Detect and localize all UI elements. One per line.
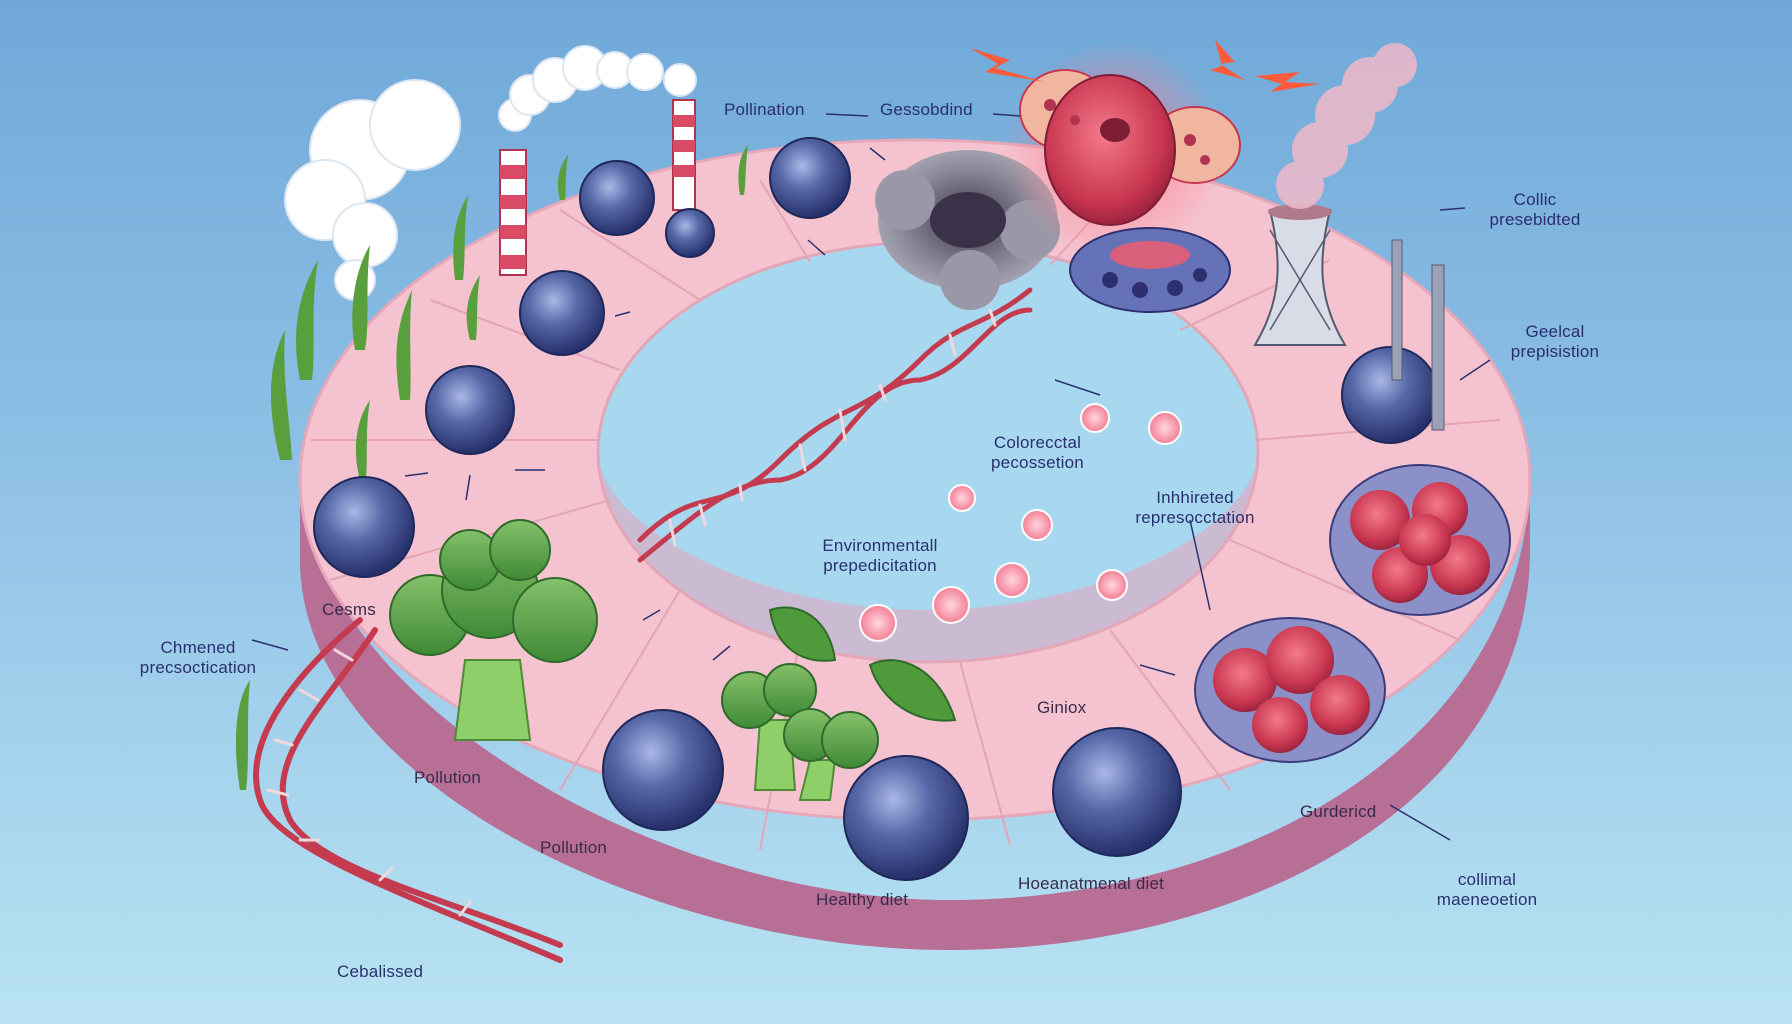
broccoli-icon <box>389 519 598 741</box>
chimney-smoke-icon <box>498 45 697 132</box>
flow-arrow-group <box>251 113 1491 841</box>
label-collinmal: collimal maeneoetion <box>1436 870 1538 909</box>
label-environmental: Environmentall prepedicitation <box>822 536 938 575</box>
dna-helix-icon <box>253 617 563 963</box>
label-ginioex: Giniox <box>1037 698 1087 717</box>
ring-inner-wall <box>598 452 1258 662</box>
label-geelcal: Geelcal prepisistion <box>1510 322 1600 361</box>
label-pollution-2: Pollution <box>540 838 608 857</box>
blue-cell <box>769 137 851 219</box>
grass-icon <box>235 145 748 790</box>
label-colorectal: Colorecctal pecossetion <box>991 433 1084 472</box>
label-cesms: Cesms <box>322 600 376 619</box>
blue-cell <box>425 365 515 455</box>
label-gurdericd: Gurdericd <box>1300 802 1377 821</box>
polyp-icon <box>1069 227 1231 313</box>
blue-cell <box>519 270 605 356</box>
pink-smoke-icon <box>1276 43 1417 209</box>
lightning-icon <box>970 40 1320 92</box>
label-healthy-diet: Healthy diet <box>816 890 909 909</box>
label-pollution-1: Pollution <box>414 768 482 787</box>
smoke-cloud-icon <box>284 79 461 301</box>
blue-cell <box>1052 727 1182 857</box>
blue-cell <box>602 709 724 831</box>
leaf-icon <box>768 606 957 722</box>
label-gessobdind: Gessobdind <box>880 100 973 119</box>
label-cebalissed: Cebalissed <box>337 962 424 981</box>
pink-particle-group <box>859 403 1182 642</box>
tumor-cell-icon <box>1005 40 1241 260</box>
tumor-cluster-icon <box>1329 464 1511 616</box>
label-collic: Collic presebidted <box>1489 190 1581 229</box>
dna-helix-icon <box>637 287 1033 563</box>
factory-chimney-icon <box>499 99 696 276</box>
cooling-tower-icon <box>1253 204 1445 431</box>
label-inherited: Inhhireted represocctation <box>1135 488 1255 527</box>
tumor-cluster-icon <box>1194 617 1386 763</box>
blue-cell-group <box>313 137 1439 881</box>
blue-cell <box>843 755 969 881</box>
ring-side-wall <box>300 470 1530 950</box>
blue-cell <box>579 160 655 236</box>
blue-cell <box>665 208 715 258</box>
blue-cell <box>1341 346 1439 444</box>
blue-cell <box>313 476 415 578</box>
label-pollination: Pollination <box>724 100 805 119</box>
label-hormonal-diet: Hoeanatmenal diet <box>1018 874 1165 893</box>
broccoli-icon <box>721 663 879 801</box>
label-chemned: Chmened precsoctication <box>139 638 257 677</box>
